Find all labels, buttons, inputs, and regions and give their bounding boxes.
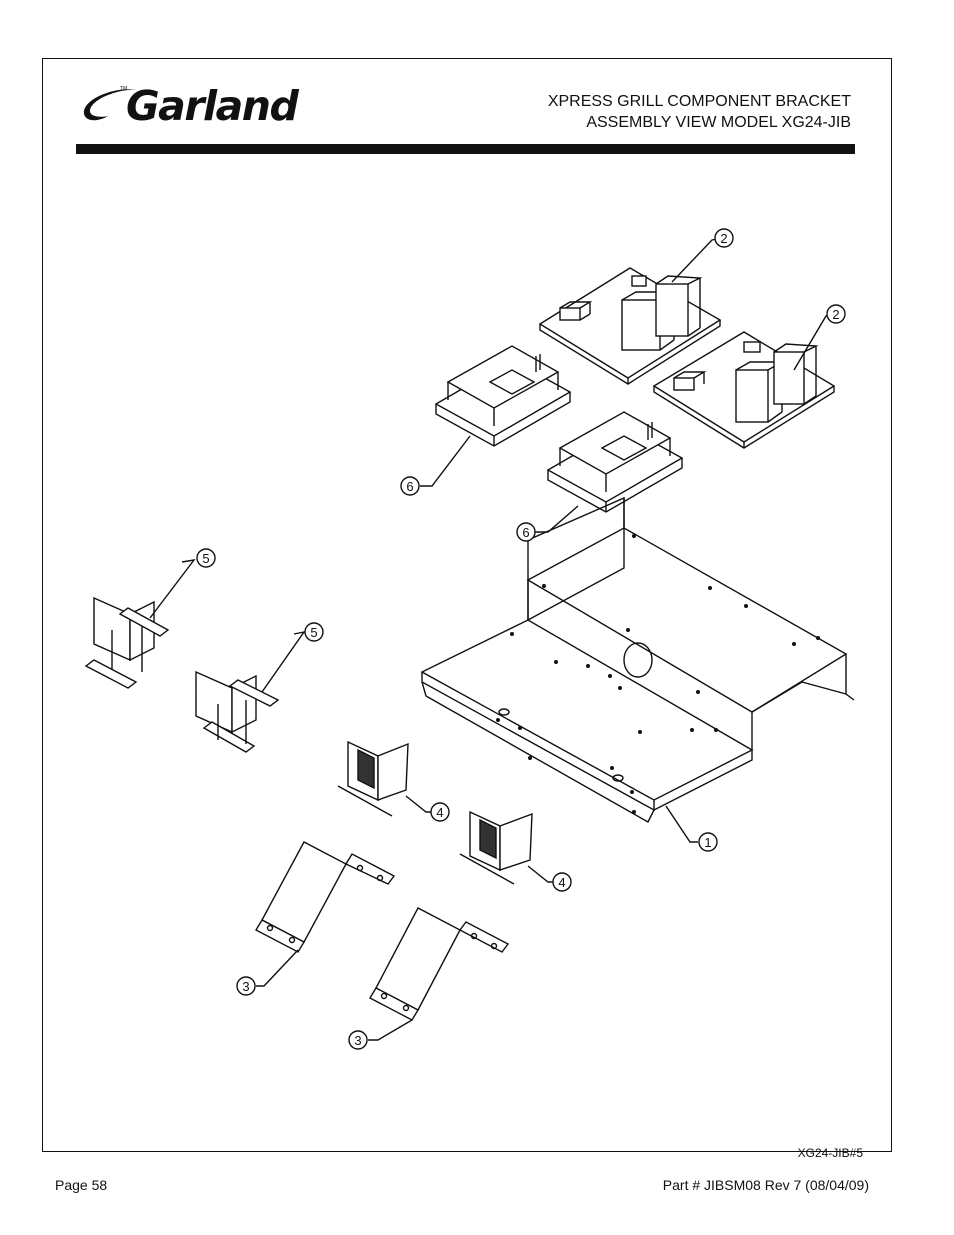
callout-6a [400, 476, 420, 496]
callout-label-4a: 4 [436, 805, 443, 820]
module-6-left [434, 345, 572, 447]
callout-label-6b: 6 [522, 525, 529, 540]
callout-4a [430, 802, 450, 822]
control-board-upper [538, 267, 722, 385]
callout-label-1: 1 [704, 835, 711, 850]
bracket-3-right [369, 907, 510, 1021]
brand-wordmark: Garland [126, 82, 299, 130]
transformer-5-left [84, 596, 170, 689]
assembly-drawing: 2 2 6 6 5 5 4 4 1 3 3 [84, 228, 855, 1050]
callout-3b [348, 1030, 368, 1050]
callout-label-4b: 4 [558, 875, 565, 890]
callout-bubbles [196, 228, 846, 1050]
callout-label-3a: 3 [242, 979, 249, 994]
callout-label-2b: 2 [832, 307, 839, 322]
component-bracket-base [420, 496, 855, 823]
callout-2a [714, 228, 734, 248]
document-title: XPRESS GRILL COMPONENT BRACKET ASSEMBLY … [548, 91, 851, 133]
svg-text:TM: TM [120, 86, 127, 92]
switch-4-right [459, 810, 533, 885]
callout-2b [826, 304, 846, 324]
page-frame [42, 58, 892, 1152]
callout-label-5a: 5 [202, 551, 209, 566]
callout-5a [196, 548, 216, 568]
switch-4-left [337, 740, 409, 817]
part-number: Part # JIBSM08 Rev 7 (08/04/09) [662, 1177, 869, 1193]
page-number: Page 58 [55, 1177, 108, 1193]
header-rule [76, 144, 855, 154]
callout-3a [236, 976, 256, 996]
control-board-lower [652, 331, 836, 449]
callout-5b [304, 622, 324, 642]
callout-1 [698, 832, 718, 852]
title-line-1: XPRESS GRILL COMPONENT BRACKET [547, 93, 851, 110]
drawing-id: XG24-JIB#5 [797, 1146, 863, 1160]
callout-label-6a: 6 [406, 479, 413, 494]
garland-logo-icon: TM [83, 86, 136, 121]
transformer-5-right [195, 670, 280, 753]
callout-4b [552, 872, 572, 892]
module-6-right [546, 411, 684, 513]
title-line-2: ASSEMBLY VIEW MODEL XG24-JIB [586, 114, 851, 131]
callout-label-2a: 2 [720, 231, 727, 246]
bracket-3-left [255, 841, 396, 953]
callout-label-3b: 3 [354, 1033, 361, 1048]
callout-6b [516, 522, 536, 542]
callout-label-5b: 5 [310, 625, 317, 640]
